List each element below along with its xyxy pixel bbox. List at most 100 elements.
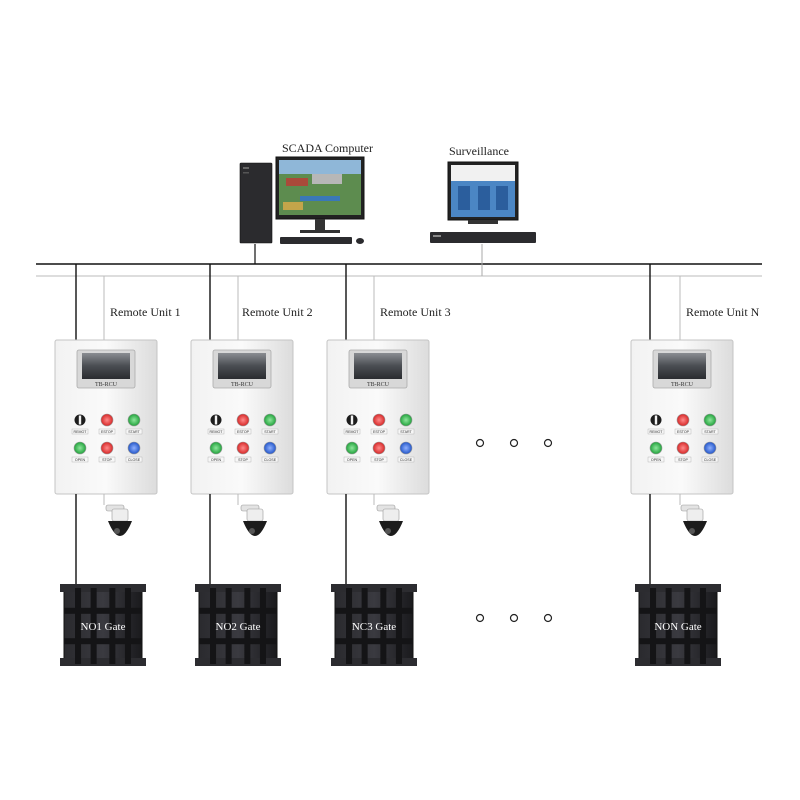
pc-tower: [239, 162, 273, 244]
button-label: REMOT: [210, 430, 224, 434]
button-label: STOP: [374, 458, 384, 462]
button-label-plate: [98, 456, 116, 463]
panel-button-close: [127, 441, 141, 455]
ellipsis-gates: [475, 613, 553, 623]
panel-button-stop: [100, 441, 114, 455]
button-label-plate: [647, 456, 665, 463]
panel-button-open: [345, 441, 359, 455]
scada-computer: SCADA Computer: [239, 141, 373, 264]
scada-label: SCADA Computer: [282, 141, 373, 155]
ptz-camera-icon: [680, 504, 707, 536]
ptz-camera-icon: [240, 504, 267, 536]
panel-button-estop: [372, 413, 386, 427]
panel-button-open: [649, 441, 663, 455]
button-label-plate: [701, 456, 719, 463]
button-label: START: [264, 430, 276, 434]
button-label: REMOT: [650, 430, 664, 434]
button-label-plate: [674, 456, 692, 463]
nvr-recorder: [430, 232, 536, 243]
button-label: REMOT: [74, 430, 88, 434]
button-label-plate: [370, 428, 388, 435]
remote-units: Remote Unit 1 TB-RCU REMOT ESTOP START OPEN ST…: [54, 264, 760, 666]
panel-button-open: [73, 441, 87, 455]
button-label: OPEN: [75, 458, 86, 462]
button-label-plate: [234, 428, 252, 435]
button-label: REMOT: [346, 430, 360, 434]
button-label-plate: [701, 428, 719, 435]
remote-unit-label: Remote Unit N: [686, 305, 760, 319]
gate-label: NON Gate: [654, 621, 701, 633]
panel-title: TB-RCU: [671, 382, 694, 388]
gate-label: NO2 Gate: [216, 621, 261, 633]
button-label-plate: [71, 456, 89, 463]
panel-button-start: [703, 413, 717, 427]
gate-label: NC3 Gate: [352, 621, 396, 633]
button-label-plate: [261, 456, 279, 463]
hmi-screen: [658, 353, 706, 379]
key-slot: [350, 415, 354, 425]
button-label-plate: [343, 428, 361, 435]
gate-icon: [195, 584, 281, 666]
hmi-screen: [82, 353, 130, 379]
button-label-plate: [343, 456, 361, 463]
ptz-camera-icon: [376, 504, 403, 536]
keyboard: [280, 237, 352, 244]
button-label: STOP: [678, 458, 688, 462]
remote-unit-label: Remote Unit 2: [242, 305, 313, 319]
gate-icon: [635, 584, 721, 666]
gate-icon: [60, 584, 146, 666]
remote-unit-4: Remote Unit N TB-RCU REMOT ESTOP START OPEN ST…: [630, 264, 760, 666]
panel-button-estop: [100, 413, 114, 427]
ellipsis-panels: [475, 438, 553, 448]
panel-button-stop: [236, 441, 250, 455]
button-label: CLOSE: [264, 458, 277, 462]
panel-title: TB-RCU: [231, 382, 254, 388]
button-label-plate: [207, 428, 225, 435]
panel-button-start: [399, 413, 413, 427]
button-label: OPEN: [651, 458, 662, 462]
panel-title: TB-RCU: [367, 382, 390, 388]
hmi-screen: [354, 353, 402, 379]
panel-title: TB-RCU: [95, 382, 118, 388]
panel-button-close: [399, 441, 413, 455]
panel-button-stop: [676, 441, 690, 455]
button-label-plate: [234, 456, 252, 463]
hmi-screen: [218, 353, 266, 379]
panel-button-start: [127, 413, 141, 427]
button-label: START: [704, 430, 716, 434]
panel-button-open: [209, 441, 223, 455]
button-label-plate: [647, 428, 665, 435]
button-label-plate: [98, 428, 116, 435]
button-label: CLOSE: [704, 458, 717, 462]
button-label: ESTOP: [101, 430, 114, 434]
remote-unit-label: Remote Unit 1: [110, 305, 181, 319]
button-label-plate: [207, 456, 225, 463]
button-label: CLOSE: [400, 458, 413, 462]
button-label-plate: [397, 456, 415, 463]
button-label-plate: [261, 428, 279, 435]
ptz-camera-icon: [105, 504, 132, 536]
key-slot: [78, 415, 82, 425]
panel-button-start: [263, 413, 277, 427]
button-label-plate: [71, 428, 89, 435]
surveillance-label: Surveillance: [449, 144, 509, 158]
button-label-plate: [125, 456, 143, 463]
button-label: START: [400, 430, 412, 434]
button-label-plate: [125, 428, 143, 435]
remote-unit-label: Remote Unit 3: [380, 305, 451, 319]
button-label: STOP: [238, 458, 248, 462]
panel-button-estop: [236, 413, 250, 427]
button-label: START: [128, 430, 140, 434]
button-label: ESTOP: [677, 430, 690, 434]
mouse: [356, 238, 364, 244]
button-label: ESTOP: [237, 430, 250, 434]
gate-label: NO1 Gate: [81, 621, 126, 633]
gate-icon: [331, 584, 417, 666]
button-label: OPEN: [347, 458, 358, 462]
key-slot: [214, 415, 218, 425]
panel-button-estop: [676, 413, 690, 427]
button-label-plate: [370, 456, 388, 463]
